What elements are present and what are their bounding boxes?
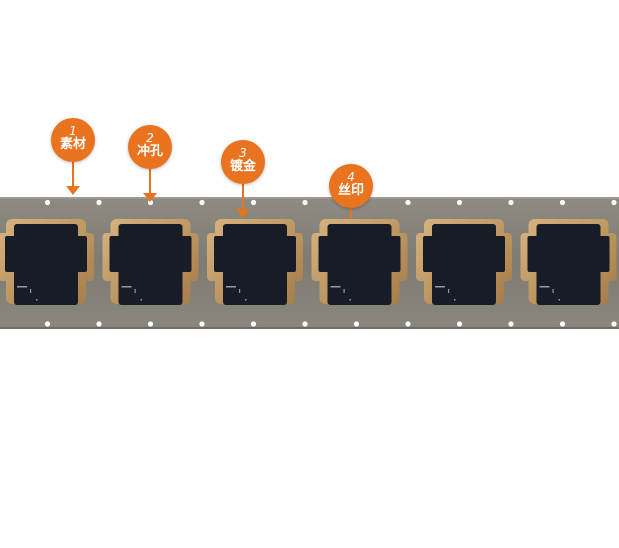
chip-module: [207, 219, 303, 305]
chip-mark: [448, 289, 450, 293]
callout-1: 1 素材: [51, 118, 95, 162]
chip-module: [102, 219, 199, 305]
callout-arrows: [66, 160, 352, 218]
arrow-3-head: [236, 209, 250, 218]
chip-module: [0, 219, 94, 305]
chip-modules: [0, 219, 617, 305]
chip-mark: [36, 299, 38, 301]
chip-mark: [539, 286, 550, 288]
sprocket-hole: [508, 199, 514, 206]
chip-mark: [330, 286, 341, 288]
callout-2: 2 冲孔: [128, 125, 172, 169]
callout-3-label: 镀金: [229, 159, 256, 174]
chip-mark: [30, 289, 32, 293]
sprocket-hole: [44, 321, 51, 327]
sprocket-hole: [611, 199, 617, 206]
chip-mark: [140, 299, 142, 301]
sprocket-hole: [302, 321, 308, 327]
chip-body: [5, 224, 87, 305]
callout-2-label: 冲孔: [136, 144, 163, 159]
callout-1-label: 素材: [59, 137, 86, 152]
chip-module: [520, 219, 617, 305]
strip-top-edge: [0, 197, 619, 199]
chip-mark: [343, 289, 345, 293]
chip-mark: [454, 299, 456, 301]
chip-mark: [239, 289, 241, 293]
sprocket-hole: [147, 199, 154, 206]
callout-2-number: 2: [146, 131, 154, 145]
sprocket-hole: [559, 199, 566, 206]
sprocket-holes-bottom: [44, 321, 617, 327]
chip-body: [214, 224, 296, 305]
sprocket-hole: [405, 321, 411, 327]
sprocket-hole: [199, 321, 205, 327]
callout-3-number: 3: [239, 146, 247, 160]
chip-body: [527, 224, 610, 305]
chip-module: [416, 219, 512, 305]
chip-body: [109, 224, 192, 305]
chip-mark: [17, 286, 27, 288]
strip-bottom-edge: [0, 327, 619, 329]
sprocket-hole: [508, 321, 514, 327]
arrow-2-head: [143, 193, 157, 202]
callout-4: 4 丝印: [329, 164, 373, 208]
sprocket-hole: [199, 199, 205, 206]
sprocket-hole: [44, 199, 51, 206]
chip-mark: [226, 286, 236, 288]
sprocket-hole: [559, 321, 566, 327]
chip-mark: [552, 289, 554, 293]
sprocket-hole: [611, 321, 617, 327]
sprocket-hole: [250, 321, 257, 327]
sprocket-hole: [250, 199, 257, 206]
sprocket-hole: [96, 199, 102, 206]
chip-mark: [134, 289, 136, 293]
chip-mark: [435, 286, 445, 288]
sprocket-hole: [405, 199, 411, 206]
chip-mark: [558, 299, 560, 301]
callout-4-number: 4: [347, 170, 355, 184]
chip-mark: [121, 286, 132, 288]
sprocket-hole: [147, 321, 154, 327]
sprocket-hole: [353, 321, 360, 327]
chip-mark: [349, 299, 351, 301]
callout-4-label: 丝印: [337, 183, 364, 198]
callout-1-number: 1: [69, 124, 77, 138]
chip-mark: [245, 299, 247, 301]
sprocket-hole: [302, 199, 308, 206]
sprocket-hole: [456, 199, 463, 206]
callout-3: 3 镀金: [221, 140, 265, 184]
sprocket-hole: [456, 321, 463, 327]
chip-body: [318, 224, 401, 305]
sprocket-hole: [96, 321, 102, 327]
chip-body: [423, 224, 505, 305]
arrow-1-head: [66, 186, 80, 195]
chip-module: [311, 219, 408, 305]
